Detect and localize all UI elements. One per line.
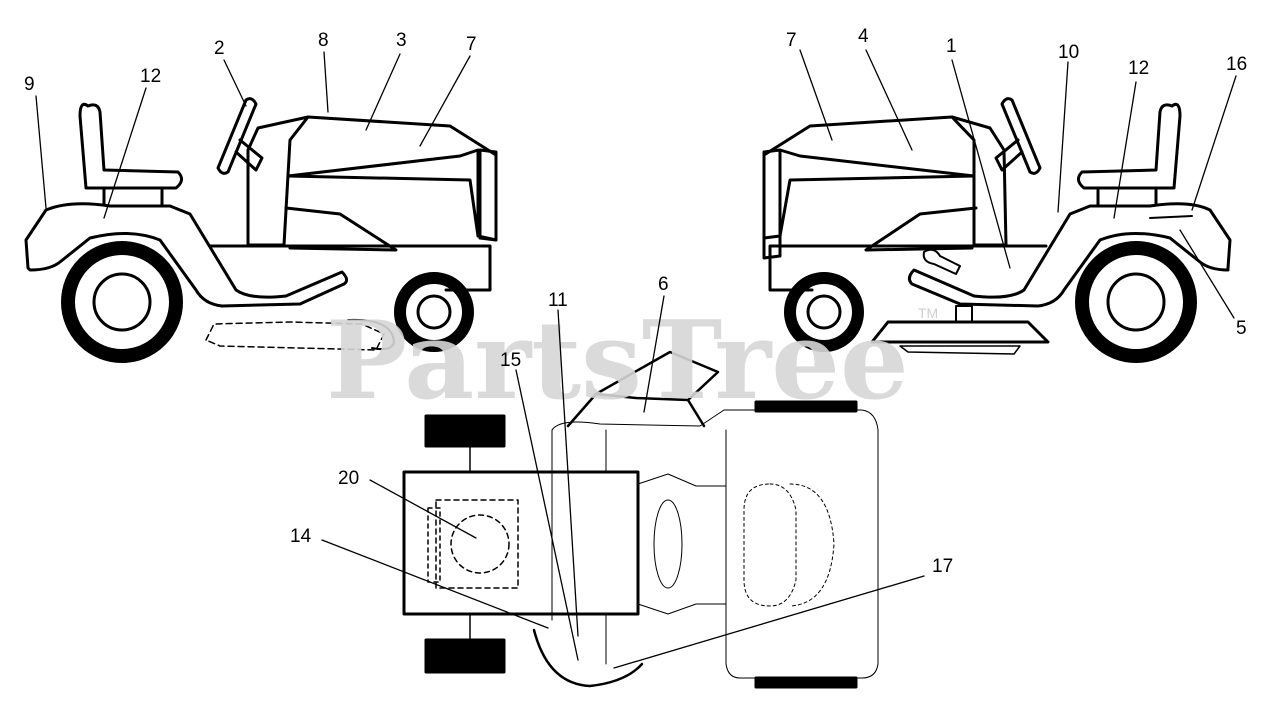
- callout-14: 14: [290, 526, 312, 547]
- rear-wheel-left: [61, 241, 183, 363]
- callout-9: 9: [24, 74, 35, 95]
- seat-top: [402, 470, 640, 616]
- grille-left: [478, 148, 498, 242]
- callout-7-left: 7: [466, 34, 477, 55]
- fender-left: [24, 202, 349, 308]
- leader-16: [1191, 75, 1237, 211]
- mower-deck-right: [870, 320, 1050, 344]
- leader-9: [35, 95, 47, 209]
- leader-11: [557, 309, 579, 637]
- leader-12-left: [103, 87, 147, 219]
- seat-back-left: [78, 102, 183, 190]
- leader-5: [1179, 229, 1235, 319]
- tractor-top-view: [402, 350, 879, 689]
- steering-top: [653, 499, 683, 589]
- leader-lines: [35, 49, 1237, 669]
- front-hub-right: [806, 294, 842, 330]
- leader-7-left: [419, 55, 471, 147]
- leader-3: [365, 53, 401, 131]
- leader-17: [613, 575, 925, 669]
- seat-decal-inner: [427, 507, 441, 583]
- top-right-rear-tire: [424, 638, 506, 674]
- tractor-left-side-view: [24, 97, 498, 363]
- fender-right: [907, 202, 1232, 308]
- steering-column-left: [234, 138, 264, 172]
- seat-back-right: [1077, 102, 1182, 190]
- callout-10: 10: [1058, 42, 1079, 63]
- leader-4: [865, 49, 913, 151]
- rear-fender-top: [532, 628, 644, 688]
- top-left-rear-tire: [424, 414, 506, 448]
- front-wheel-right: [784, 272, 864, 352]
- front-hub-left: [416, 294, 452, 330]
- callout-6: 6: [658, 274, 669, 295]
- steering-column-right: [994, 138, 1024, 172]
- watermark-trademark: TM: [918, 305, 938, 321]
- leader-1: [951, 59, 1011, 269]
- callout-labels: 9 12 2 8 3 7 7 4 1 10 12 16 5 6 11 15 20…: [24, 26, 1247, 577]
- watermark: PartsTree TM: [326, 298, 938, 424]
- callout-4: 4: [858, 26, 869, 47]
- hood-side-right: [778, 174, 978, 252]
- callout-17: 17: [932, 556, 953, 577]
- body-top-outline: [551, 409, 879, 679]
- rear-wheel-right: [1075, 241, 1197, 363]
- dash-left: [246, 115, 310, 247]
- leader-6: [643, 295, 665, 413]
- leader-2: [223, 59, 247, 107]
- hood-side-left: [284, 174, 480, 252]
- callout-12-right: 12: [1128, 58, 1149, 79]
- top-left-front-tire: [754, 400, 858, 413]
- seat-decal-circle: [450, 514, 510, 574]
- deck-hanger-right: [955, 305, 973, 323]
- callout-8: 8: [318, 30, 329, 51]
- hood-right: [762, 115, 976, 260]
- seat-post-right: [1096, 188, 1158, 207]
- callout-11: 11: [548, 290, 568, 311]
- steering-wheel-left: [216, 97, 258, 175]
- rear-hub-left: [92, 272, 152, 332]
- callout-20: 20: [338, 468, 359, 489]
- leader-12-right: [1113, 81, 1137, 219]
- seat-decal-area: [435, 499, 519, 589]
- front-wheel-left: [394, 272, 474, 352]
- body-left-edge: [551, 429, 607, 665]
- frame-left: [208, 244, 492, 292]
- callout-12-left: 12: [140, 66, 161, 87]
- callout-5: 5: [1236, 318, 1247, 339]
- leader-20: [369, 479, 477, 539]
- leader-8: [323, 51, 329, 113]
- callout-1: 1: [946, 36, 957, 57]
- deck-hook-left: [347, 318, 395, 351]
- mower-deck-left: [205, 321, 385, 351]
- grille-right: [762, 148, 782, 240]
- rear-hub-right: [1106, 272, 1166, 332]
- seat-post-left: [102, 188, 164, 207]
- leader-7-right: [799, 49, 833, 141]
- steering-wheel-right: [1000, 97, 1042, 175]
- callout-15: 15: [500, 350, 521, 371]
- ignition-key-right: [922, 248, 961, 275]
- callout-7-right: 7: [786, 30, 797, 51]
- leader-10: [1057, 61, 1069, 213]
- callout-2: 2: [214, 38, 225, 59]
- deck-underside-right: [899, 345, 1021, 355]
- watermark-text: PartsTree: [326, 298, 909, 424]
- leader-15: [515, 369, 579, 661]
- fender-decal-right: [1149, 215, 1193, 219]
- hood-top: [743, 483, 835, 607]
- top-right-front-tire: [754, 676, 858, 689]
- callout-3: 3: [396, 30, 407, 51]
- leader-14: [321, 539, 549, 629]
- chute-part-6: [566, 350, 720, 428]
- callout-16: 16: [1226, 54, 1247, 75]
- tractor-right-side-view: [762, 97, 1232, 363]
